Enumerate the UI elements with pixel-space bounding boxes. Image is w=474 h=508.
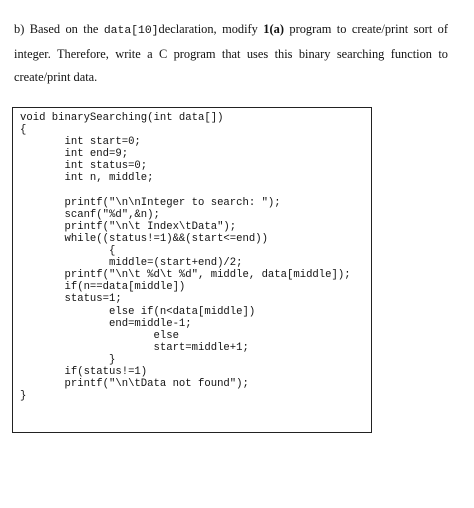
code-line: } <box>20 353 116 366</box>
question-text: b) Based on the data[10]declaration, mod… <box>14 18 448 89</box>
code-line: printf("\n\t Index\tData"); <box>20 220 237 233</box>
code-listing-box: void binarySearching(int data[]){ int st… <box>12 107 372 433</box>
code-line: status=1; <box>20 293 122 306</box>
question-part-2: declaration, modify <box>158 22 264 36</box>
code-line: int status=0; <box>20 160 148 173</box>
code-line: } <box>20 390 27 403</box>
code-line: int n, middle; <box>20 172 154 185</box>
code-line: { <box>20 245 116 258</box>
code-line: middle=(start+end)/2; <box>20 257 243 270</box>
code-line: else if(n<data[middle]) <box>20 305 256 318</box>
code-line: if(n==data[middle]) <box>20 281 186 294</box>
code-line: while((status!=1)&&(start<=end)) <box>20 232 268 245</box>
code-line: printf("\n\nInteger to search: "); <box>20 196 281 209</box>
code-line: { <box>20 124 27 137</box>
code-line: int start=0; <box>20 136 141 149</box>
program-reference: 1(a) <box>263 22 284 36</box>
code-line: if(status!=1) <box>20 365 148 378</box>
code-line: void binarySearching(int data[]) <box>20 112 224 124</box>
question-part-3: program to create/print sort of integer.… <box>14 22 449 84</box>
code-line: end=middle-1; <box>20 317 192 330</box>
code-line: int end=9; <box>20 148 129 161</box>
code-line: start=middle+1; <box>20 341 249 354</box>
code-line: printf("\n\t %d\t %d", middle, data[midd… <box>20 269 351 282</box>
data-declaration-ref: data[10] <box>103 25 159 37</box>
code-listing: void binarySearching(int data[]){ int st… <box>20 112 351 402</box>
code-line: scanf("%d",&n); <box>20 208 160 221</box>
code-line: printf("\n\tData not found"); <box>20 378 249 391</box>
question-part-1: b) Based on the <box>14 22 104 36</box>
code-line: else <box>20 329 179 342</box>
code-line <box>20 185 351 197</box>
